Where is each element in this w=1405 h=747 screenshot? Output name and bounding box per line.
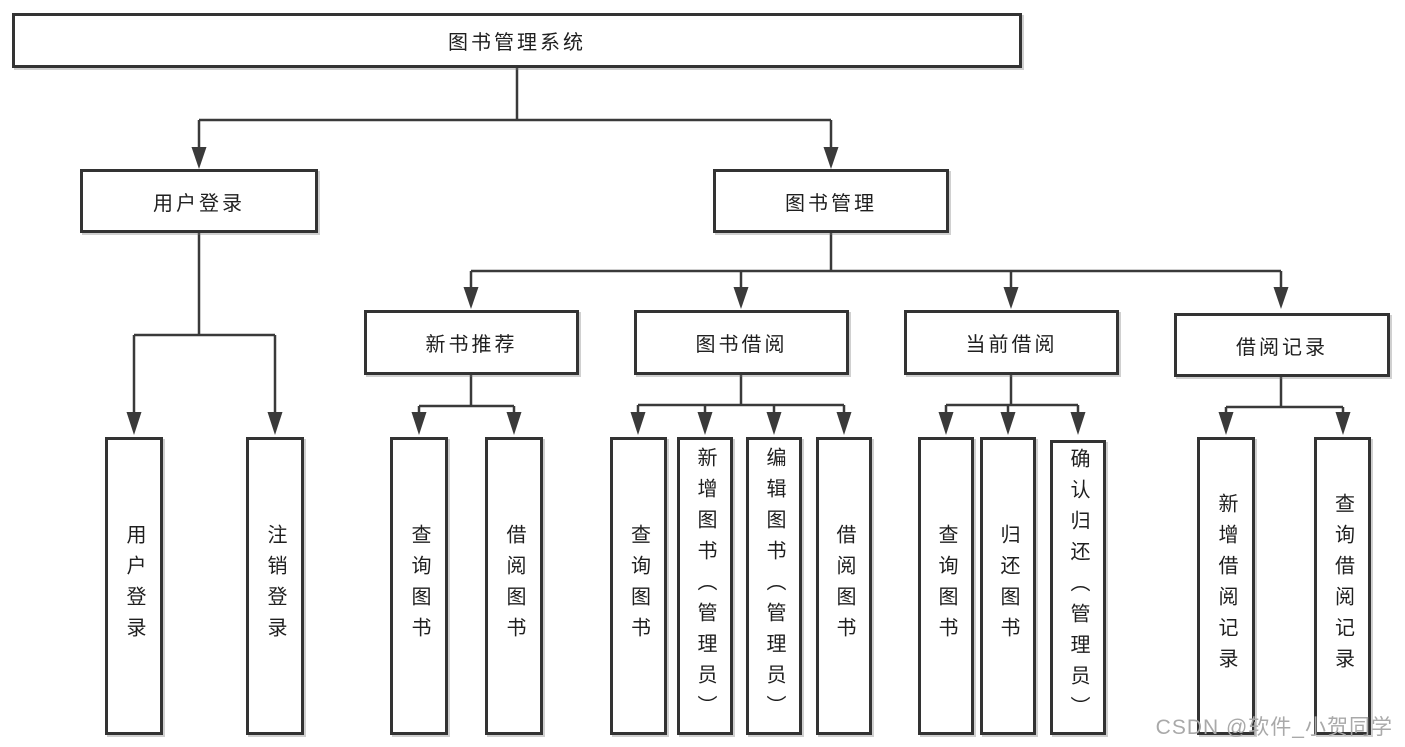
node-label: 图书管理 xyxy=(785,192,877,215)
arrow-icon xyxy=(1335,412,1351,435)
arrow-icon xyxy=(506,412,522,435)
connector-current-borrow xyxy=(944,375,1080,413)
leaf-edit-book-admin: 编辑图书（管理员） xyxy=(746,437,802,735)
node-borrow-records: 借阅记录 xyxy=(1174,313,1390,377)
arrow-icon xyxy=(630,412,646,435)
node-label: 查询图书 xyxy=(935,524,957,648)
connector-root xyxy=(197,68,833,148)
arrow-icon xyxy=(1070,412,1086,435)
arrow-icon xyxy=(733,287,749,309)
node-label: 确认归还（管理员） xyxy=(1067,448,1089,727)
leaf-return-book: 归还图书 xyxy=(980,437,1036,735)
arrow-icon xyxy=(1273,287,1289,309)
node-label: 图书管理系统 xyxy=(448,32,586,54)
node-label: 查询借阅记录 xyxy=(1331,493,1354,679)
node-book-borrow: 图书借阅 xyxy=(634,310,849,375)
leaf-logout: 注销登录 xyxy=(246,437,304,735)
node-label: 归还图书 xyxy=(997,524,1019,648)
arrow-icon xyxy=(411,412,427,435)
node-label: 编辑图书（管理员） xyxy=(763,446,785,726)
leaf-query-book-current: 查询图书 xyxy=(918,437,974,735)
node-current-borrow: 当前借阅 xyxy=(904,310,1119,375)
arrow-icon xyxy=(463,287,479,309)
node-label: 新增借阅记录 xyxy=(1215,493,1237,679)
leaf-query-book-borrow: 查询图书 xyxy=(610,437,667,735)
connector-book-borrow xyxy=(636,375,846,413)
leaf-add-borrow-record: 新增借阅记录 xyxy=(1197,437,1255,735)
connector-new-book-recommend xyxy=(417,375,516,413)
node-label: 借阅图书 xyxy=(503,524,525,648)
arrow-icon xyxy=(1218,412,1234,435)
node-label: 查询图书 xyxy=(408,524,430,648)
arrow-icon xyxy=(823,147,839,169)
node-book-management: 图书管理 xyxy=(713,169,949,233)
leaf-user-login: 用户登录 xyxy=(105,437,163,735)
leaf-query-borrow-record: 查询借阅记录 xyxy=(1314,437,1371,735)
node-label: 借阅图书 xyxy=(833,524,855,648)
leaf-confirm-return-admin: 确认归还（管理员） xyxy=(1050,440,1106,735)
arrow-icon xyxy=(191,147,207,169)
connector-borrow-records xyxy=(1224,377,1345,413)
node-root-system: 图书管理系统 xyxy=(12,13,1022,68)
arrowheads xyxy=(126,147,1351,435)
connector-book-management xyxy=(469,233,1283,288)
node-label: 借阅记录 xyxy=(1236,336,1328,359)
node-label: 注销登录 xyxy=(264,524,286,648)
node-label: 用户登录 xyxy=(153,192,245,215)
arrow-icon xyxy=(938,412,954,435)
leaf-query-book-recommend: 查询图书 xyxy=(390,437,448,735)
leaf-add-book-admin: 新增图书（管理员） xyxy=(677,437,733,735)
node-label: 用户登录 xyxy=(123,524,145,648)
node-user-login: 用户登录 xyxy=(80,169,318,233)
leaf-borrow-book: 借阅图书 xyxy=(816,437,872,735)
arrow-icon xyxy=(1000,412,1016,435)
leaf-borrow-book-recommend: 借阅图书 xyxy=(485,437,543,735)
node-label: 查询图书 xyxy=(627,524,650,648)
arrow-icon xyxy=(126,412,142,435)
arrow-icon xyxy=(267,412,283,435)
arrow-icon xyxy=(1003,287,1019,309)
watermark-text: CSDN @软件_小贺同学 xyxy=(1155,716,1393,739)
node-new-book-recommend: 新书推荐 xyxy=(364,310,579,375)
arrow-icon xyxy=(766,412,782,435)
arrow-icon xyxy=(697,412,713,435)
connector-user-login xyxy=(132,233,277,413)
node-label: 新增图书（管理员） xyxy=(694,446,716,726)
node-label: 图书借阅 xyxy=(695,334,788,356)
node-label: 当前借阅 xyxy=(965,334,1058,356)
arrow-icon xyxy=(836,412,852,435)
node-label: 新书推荐 xyxy=(425,334,518,356)
